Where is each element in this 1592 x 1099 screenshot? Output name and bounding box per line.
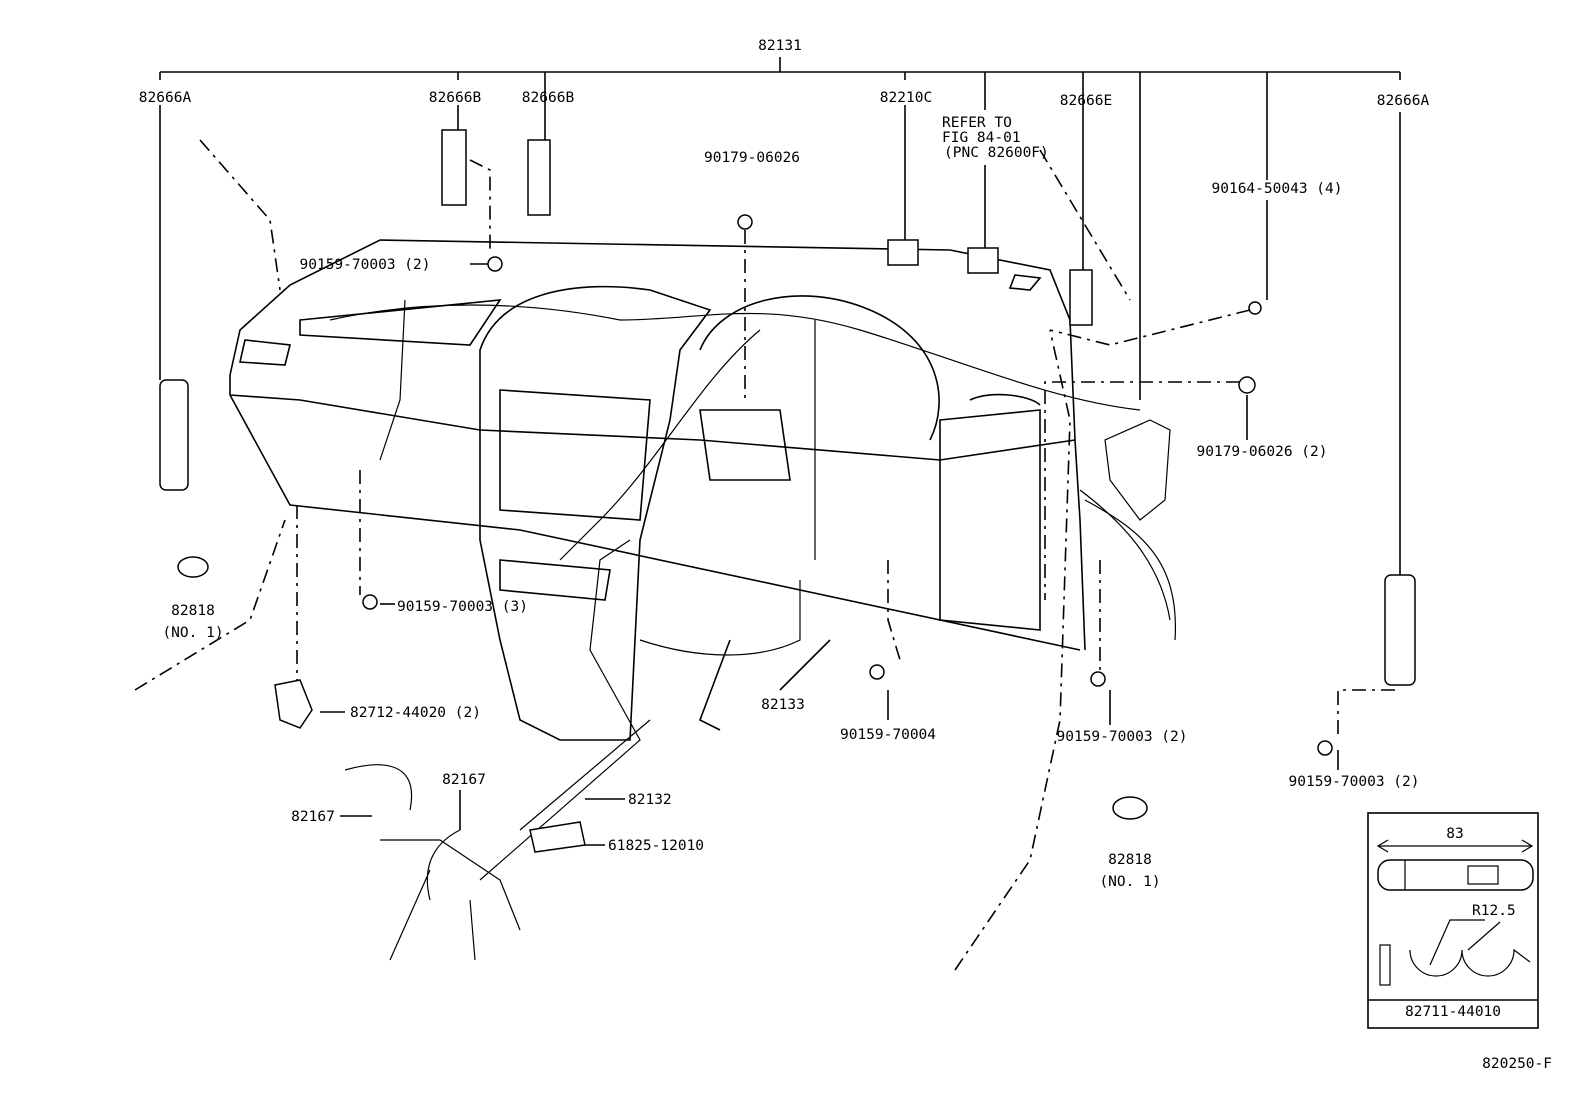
label-82132: 82132 [628,792,672,808]
bolt-icon [362,594,378,610]
label-plate [529,821,586,853]
label-82167: 82167 [442,772,486,788]
label-90159-70003-right: 90159-70003 (2) [1289,774,1420,790]
label-90159-70003-mid: 90159-70003 (2) [1057,729,1188,745]
bracket-right [1104,419,1171,521]
label-82131: 82131 [758,38,802,54]
label-90159-70003-3: 90159-70003 (3) [397,599,528,615]
label-90179-06026-2: 90179-06026 (2) [1197,444,1328,460]
refer-line-2: FIG 84-01 [942,130,1021,146]
label-82712-44020: 82712-44020 (2) [350,705,481,721]
label-82210c: 82210C [880,90,932,106]
relay-82600f [967,247,999,274]
inset-clamp-detail: 83 R12.5 82711-44010 [1367,812,1539,1029]
nut-icon [1238,376,1256,394]
bolt-icon [487,256,503,272]
inset-part-number: 82711-44010 [1405,1004,1501,1020]
harness-82167 [344,764,413,811]
clamp-82666a-right [1384,574,1416,686]
grommet-right [1112,796,1148,820]
label-90159-70003-top: 90159-70003 (2) [300,257,431,273]
label-90159-70004: 90159-70004 [840,727,936,743]
bolt-icon [1248,301,1262,315]
clamp-82666b-1 [441,129,467,206]
refer-line-1: REFER TO [942,115,1012,131]
label-90164-50043: 90164-50043 (4) [1212,181,1343,197]
clamp-82666a-left [159,379,189,491]
label-82666e: 82666E [1060,93,1112,109]
label-82818-left-no: (NO. 1) [162,625,223,641]
refer-line-3: (PNC 82600F) [944,145,1049,161]
bolt-icon [1317,740,1333,756]
nut-icon [737,214,753,230]
relay-82210c [887,239,919,266]
bolt-icon [869,664,885,680]
label-82666b-2: 82666B [522,90,575,106]
parts [159,129,1416,961]
inset-radius: R12.5 [1472,903,1516,919]
harness-82167-floor [380,829,521,961]
label-82818-right: 82818 [1108,852,1152,868]
grommet-left [177,556,209,578]
label-82666a-right: 82666A [1377,93,1430,109]
clamp-82666b-2 [527,139,551,216]
label-82666a-left: 82666A [139,90,192,106]
bolt-icon [1090,671,1106,687]
label-82666b-1: 82666B [429,90,482,106]
instrument-panel [229,239,1176,881]
clamp-82666e [1069,269,1093,326]
label-61825-12010: 61825-12010 [608,838,704,854]
label-82167-b: 82167 [291,809,335,825]
label-90179-06026: 90179-06026 [704,150,800,166]
label-82818-right-no: (NO. 1) [1099,874,1160,890]
label-82133: 82133 [761,697,805,713]
clip-82712 [274,679,313,729]
diagram-code: 820250-F [1482,1056,1552,1072]
part-labels: 82131 82666A 82666B 82666B 82210C REFER … [139,38,1552,1072]
label-82818-left: 82818 [171,603,215,619]
inset-dimension: 83 [1446,826,1463,842]
leader-lines [159,57,1401,846]
